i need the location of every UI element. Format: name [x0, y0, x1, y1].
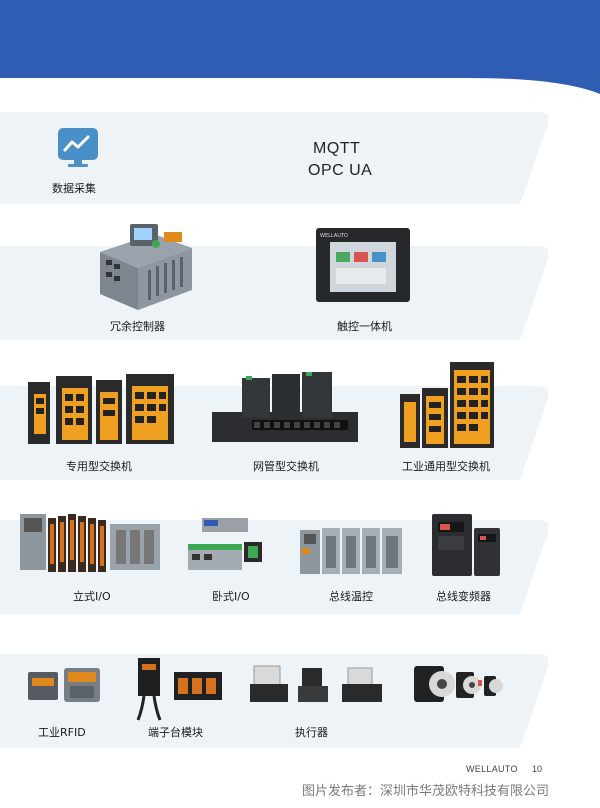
header-bar — [0, 0, 600, 78]
label-touch-panel: 触控一体机 — [337, 320, 392, 333]
svg-text:WELLAUTO: WELLAUTO — [320, 233, 348, 239]
dedicated-switch-image — [28, 374, 176, 450]
label-dedicated-switch: 专用型交换机 — [66, 460, 132, 473]
label-actuator: 执行器 — [295, 726, 328, 739]
redundant-controller-image — [94, 218, 194, 314]
industrial-switch-image — [400, 362, 496, 452]
band-data-acquisition — [0, 112, 548, 204]
label-horizontal-io: 卧式I/O — [212, 590, 250, 603]
label-industrial-switch: 工业通用型交换机 — [402, 460, 490, 473]
industrial-rfid-image — [28, 668, 102, 708]
bus-inverter-image — [432, 514, 500, 580]
label-redundant-controller: 冗余控制器 — [110, 320, 165, 333]
label-bus-inverter: 总线变频器 — [436, 590, 491, 603]
header-curve — [0, 70, 600, 94]
publisher-watermark: 图片发布者：深圳市华茂欧特科技有限公司 — [302, 784, 550, 799]
servo-motors-image — [408, 660, 508, 712]
footer-brand: WELLAUTO — [466, 764, 518, 774]
label-terminal-block-module: 端子台模块 — [148, 726, 203, 739]
terminal-block-module-image — [134, 658, 224, 726]
actuator-relays-image — [248, 662, 384, 710]
page-number: 10 — [532, 764, 543, 774]
horizontal-io-image — [184, 518, 264, 580]
touch-panel-image: WELLAUTO — [316, 228, 410, 306]
label-industrial-rfid: 工业RFID — [38, 726, 86, 739]
label-bus-temperature-control: 总线温控 — [329, 590, 373, 603]
protocol-opcua: OPC UA — [308, 162, 373, 179]
bus-temperature-control-image — [300, 526, 404, 582]
label-data-acquisition: 数据采集 — [52, 182, 96, 195]
band-controllers — [0, 246, 548, 340]
data-acquisition-icon — [58, 128, 98, 172]
label-vertical-io: 立式I/O — [73, 590, 111, 603]
managed-switch-image — [212, 372, 358, 450]
label-managed-switch: 网管型交换机 — [253, 460, 319, 473]
protocol-mqtt: MQTT — [313, 140, 361, 157]
vertical-io-image — [20, 508, 162, 580]
